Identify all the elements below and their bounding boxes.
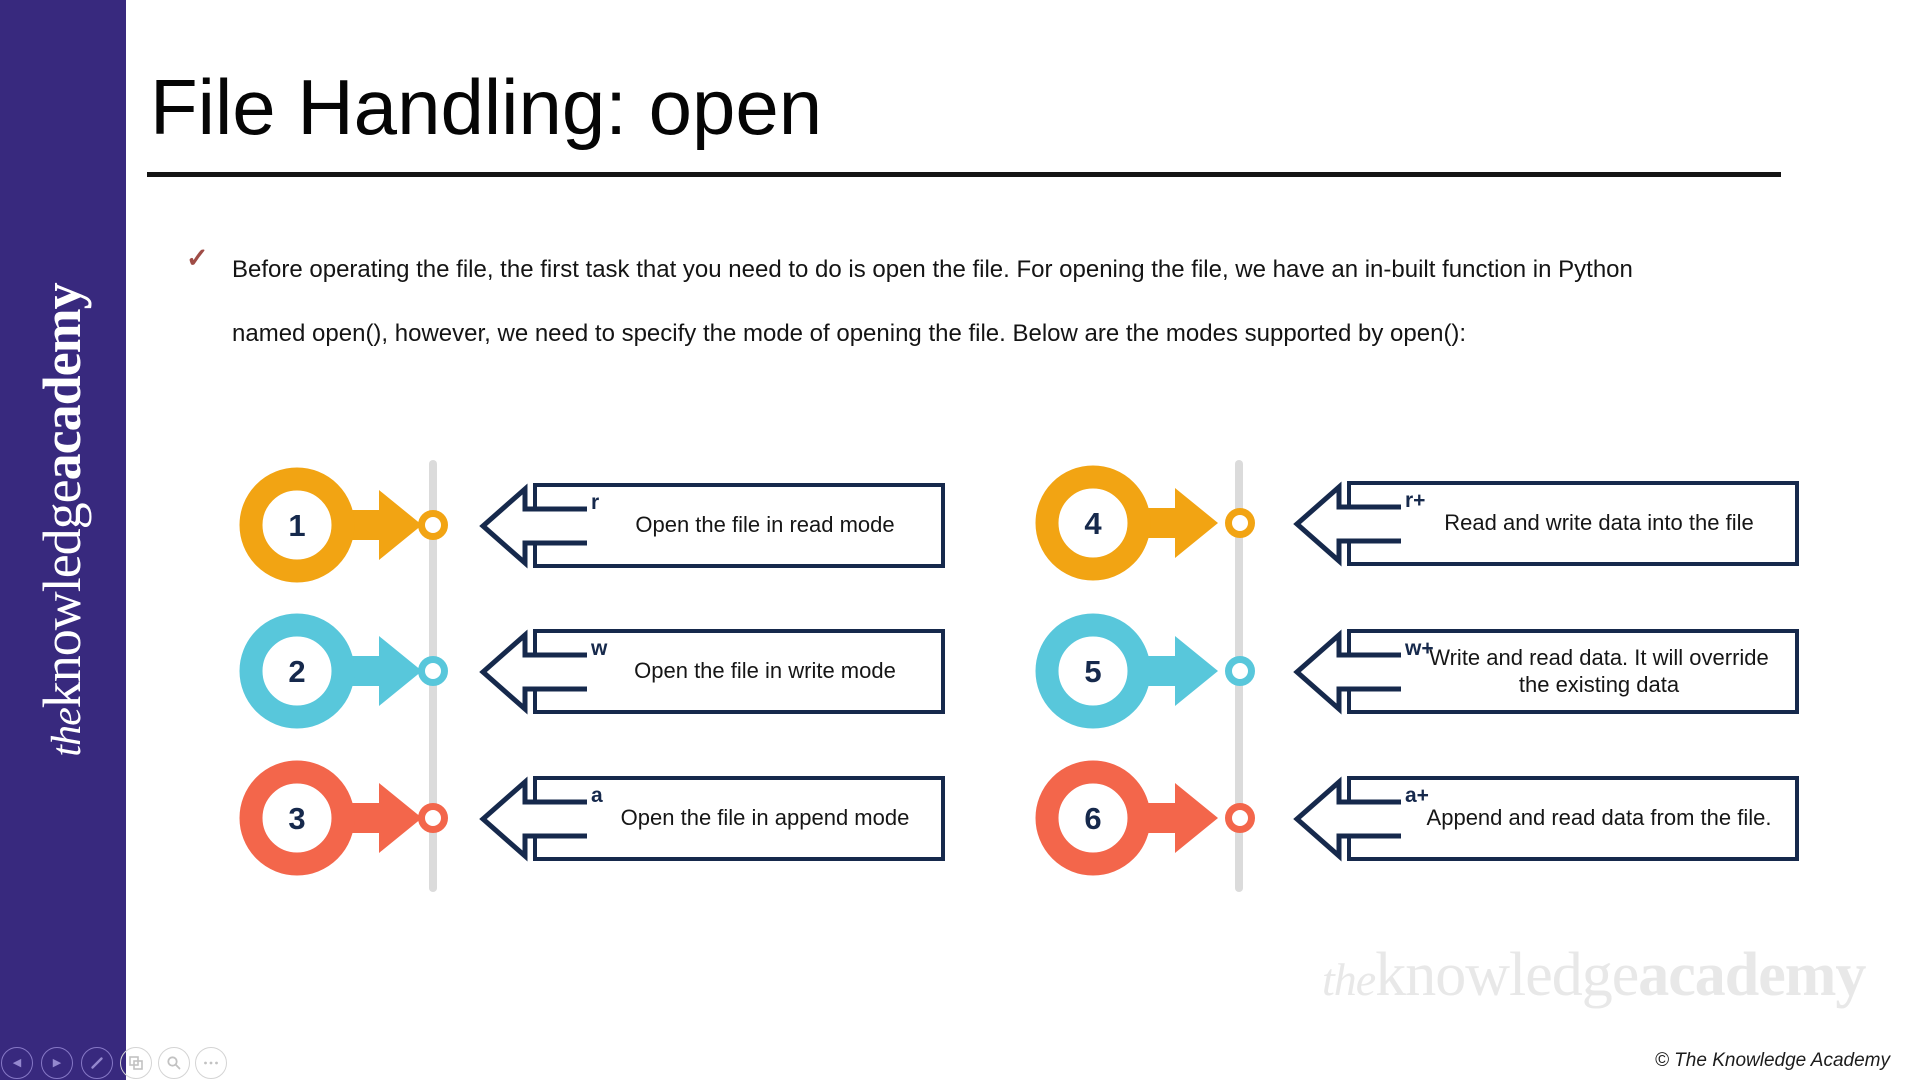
next-arrow-icon: ▶ xyxy=(52,1056,62,1069)
numbered-circle-arrow: 2 xyxy=(239,613,422,729)
mode-callout: a Open the file in append mode xyxy=(479,775,945,862)
timeline-marker xyxy=(418,656,448,686)
number-ring xyxy=(239,760,355,876)
magnifier-icon xyxy=(167,1056,181,1070)
numbered-circle-arrow: 5 xyxy=(1035,613,1218,729)
mode-label: a+ xyxy=(1405,784,1429,807)
previous-arrow-icon: ◀ xyxy=(12,1056,22,1069)
watermark-the: the xyxy=(1322,954,1376,1005)
title-underline xyxy=(147,172,1781,177)
mode-row-r-plus: 4 r+ Read and write data into the file xyxy=(1035,461,1815,585)
watermark-knowledge: knowledge xyxy=(1375,941,1639,1009)
arrow-right-shape xyxy=(1131,783,1218,853)
mode-description: Open the file in read mode xyxy=(635,512,895,538)
checkmark-bullet-icon: ✓ xyxy=(186,243,209,273)
mode-number: 5 xyxy=(1084,654,1101,689)
number-ring xyxy=(239,467,355,583)
mode-number: 2 xyxy=(288,654,305,689)
copyright-text: © The Knowledge Academy xyxy=(1654,1050,1890,1071)
mode-number: 4 xyxy=(1084,506,1102,541)
zoom-slide-button[interactable] xyxy=(158,1047,190,1079)
numbered-circle-arrow: 3 xyxy=(239,760,422,876)
mode-callout: r Open the file in read mode xyxy=(479,482,945,569)
pen-tools-button[interactable] xyxy=(81,1047,113,1079)
mode-label: a xyxy=(591,784,603,807)
mode-description: Open the file in append mode xyxy=(620,805,910,831)
mode-label: w xyxy=(591,637,608,660)
brand-knowledge: knowledge xyxy=(32,480,92,709)
mode-description: Read and write data into the file xyxy=(1444,510,1754,536)
mode-description: Write and read data. It will override th… xyxy=(1429,645,1769,697)
timeline-marker xyxy=(1225,803,1255,833)
slides-grid-icon xyxy=(129,1056,143,1070)
number-ring xyxy=(1035,465,1151,581)
ellipsis-icon xyxy=(204,1061,218,1065)
number-ring xyxy=(1035,760,1151,876)
mode-row-w-plus: 5 w+ Write and read data. It will overri… xyxy=(1035,609,1815,733)
arrow-left-icon xyxy=(1293,628,1401,715)
arrow-left-icon xyxy=(1293,775,1401,862)
brand-academy: academy xyxy=(32,283,92,481)
brand-logo-vertical: theknowledgeacademy xyxy=(31,283,93,756)
arrow-left-icon xyxy=(479,775,587,862)
numbered-circle-arrow: 4 xyxy=(1035,465,1218,581)
slide-title: File Handling: open xyxy=(150,63,823,151)
arrow-right-shape xyxy=(335,636,422,706)
brand-the: the xyxy=(44,708,90,757)
timeline-marker xyxy=(418,510,448,540)
mode-callout: w+ Write and read data. It will override… xyxy=(1293,628,1799,715)
mode-number: 6 xyxy=(1084,801,1101,836)
mode-row-r: 1 r Open the file in read mode xyxy=(239,463,1019,587)
numbered-circle-arrow: 1 xyxy=(239,467,422,583)
mode-number: 3 xyxy=(288,801,305,836)
mode-callout: r+ Read and write data into the file xyxy=(1293,480,1799,567)
mode-number: 1 xyxy=(288,508,305,543)
arrow-right-shape xyxy=(1131,488,1218,558)
next-slide-button[interactable]: ▶ xyxy=(41,1047,73,1079)
bullet-text: Before operating the file, the first tas… xyxy=(232,256,1633,347)
pen-icon xyxy=(91,1057,103,1069)
watermark-academy: academy xyxy=(1638,941,1866,1009)
more-options-button[interactable] xyxy=(195,1047,227,1079)
arrow-left-icon xyxy=(479,482,587,569)
mode-row-w: 2 w Open the file in write mode xyxy=(239,609,1019,733)
arrow-right-shape xyxy=(1131,636,1218,706)
mode-description: Open the file in write mode xyxy=(634,658,896,684)
number-ring xyxy=(1035,613,1151,729)
mode-row-a: 3 a Open the file in append mode xyxy=(239,756,1019,880)
see-all-slides-button[interactable] xyxy=(120,1047,152,1079)
mode-label: w+ xyxy=(1405,637,1434,660)
arrow-left-icon xyxy=(1293,480,1401,567)
timeline-marker xyxy=(418,803,448,833)
mode-callout: a+ Append and read data from the file. xyxy=(1293,775,1799,862)
previous-slide-button[interactable]: ◀ xyxy=(1,1047,33,1079)
brand-watermark: theknowledgeacademy xyxy=(1322,940,1866,1011)
timeline-marker xyxy=(1225,508,1255,538)
arrow-left-icon xyxy=(479,628,587,715)
mode-callout: w Open the file in write mode xyxy=(479,628,945,715)
numbered-circle-arrow: 6 xyxy=(1035,760,1218,876)
arrow-right-shape xyxy=(335,783,422,853)
timeline-marker xyxy=(1225,656,1255,686)
number-ring xyxy=(239,613,355,729)
brand-sidebar: theknowledgeacademy xyxy=(0,0,126,1080)
mode-label: r xyxy=(591,491,600,514)
mode-description: Append and read data from the file. xyxy=(1426,805,1772,831)
arrow-right-shape xyxy=(335,490,422,560)
mode-label: r+ xyxy=(1405,489,1426,512)
mode-row-a-plus: 6 a+ Append and read data from the file. xyxy=(1035,756,1815,880)
